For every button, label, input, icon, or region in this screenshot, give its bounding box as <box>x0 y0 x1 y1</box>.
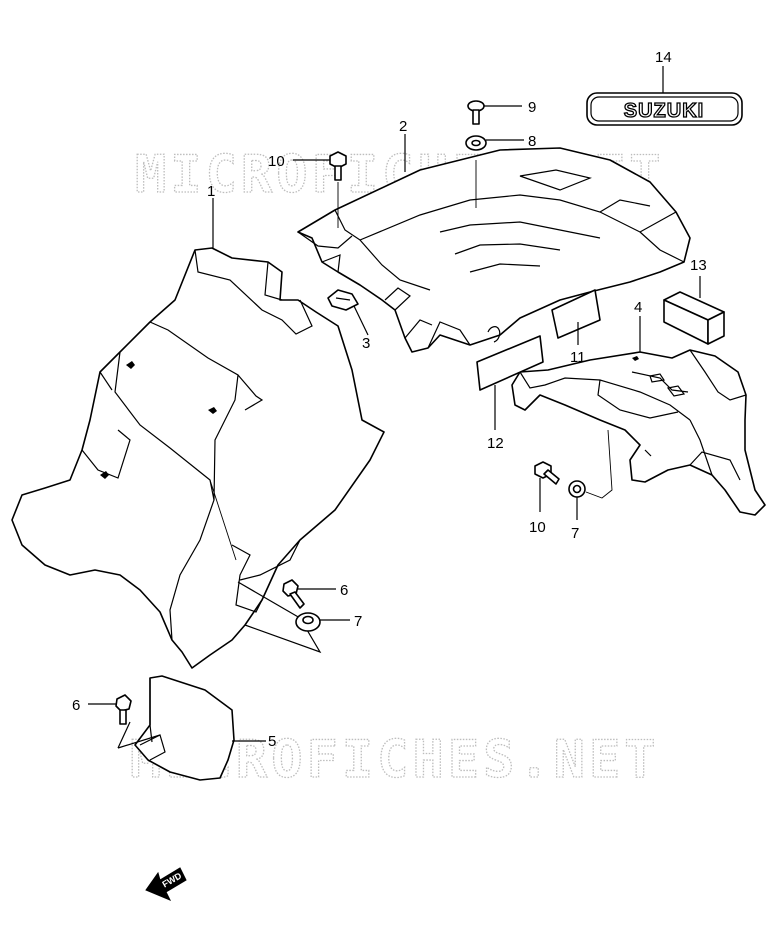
fwd-arrow-icon: FWD <box>145 867 187 901</box>
suzuki-logo-text: SUZUKI <box>624 100 704 122</box>
part-11-reflector[interactable] <box>551 289 601 345</box>
callout-8: 8 <box>528 133 536 150</box>
callout-14: 14 <box>655 49 672 66</box>
part-9-screw[interactable] <box>467 100 522 125</box>
part-14-emblem[interactable]: SUZUKI <box>586 66 743 126</box>
callout-3: 3 <box>362 335 370 352</box>
part-10-bolt-lower[interactable] <box>534 461 560 512</box>
part-13-cushion[interactable] <box>663 276 725 345</box>
part-6-bolt-upper[interactable] <box>282 579 336 609</box>
part-7-collar-lower[interactable] <box>568 429 613 520</box>
callout-6-lower: 6 <box>72 697 80 714</box>
part-4-rear-bracket[interactable] <box>511 316 766 516</box>
part-10-bolt-upper[interactable] <box>293 151 347 228</box>
callout-10-upper: 10 <box>268 153 285 170</box>
callout-1: 1 <box>207 183 215 200</box>
part-7-collar-upper[interactable] <box>295 612 350 632</box>
callout-7-upper: 7 <box>354 613 362 630</box>
part-12-reflector[interactable] <box>476 335 544 430</box>
part-5-mud-flap[interactable] <box>117 675 266 781</box>
callout-6-upper: 6 <box>340 582 348 599</box>
callout-12: 12 <box>487 435 504 452</box>
part-8-nut[interactable] <box>465 135 524 151</box>
callout-2: 2 <box>399 118 407 135</box>
callout-9: 9 <box>528 99 536 116</box>
callout-5: 5 <box>268 733 276 750</box>
part-6-bolt-lower[interactable] <box>88 694 132 725</box>
callout-7-lower: 7 <box>571 525 579 542</box>
part-2-rear-fender[interactable] <box>297 147 691 353</box>
callout-11: 11 <box>570 349 586 366</box>
part-1-inner-fender[interactable] <box>11 247 385 669</box>
callout-10-lower: 10 <box>529 519 546 536</box>
part-3-clip[interactable] <box>327 289 369 336</box>
callout-13: 13 <box>690 257 707 274</box>
callout-4: 4 <box>634 299 642 316</box>
